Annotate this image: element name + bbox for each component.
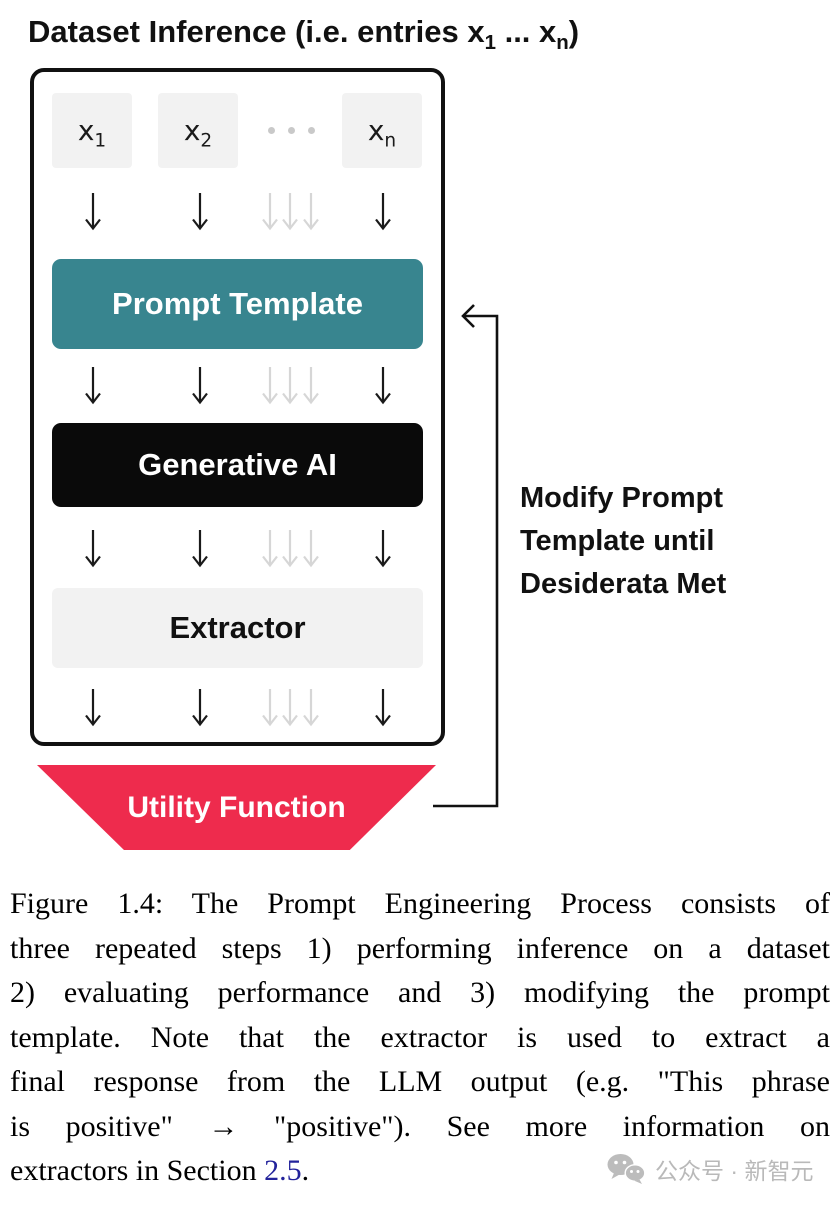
down-arrow-icon bbox=[192, 193, 208, 231]
down-arrow-icon bbox=[85, 689, 101, 727]
down-arrow-icon bbox=[375, 193, 391, 231]
entry-subscript: 1 bbox=[94, 130, 107, 152]
side-note: Modify Prompt Template until Desiderata … bbox=[520, 477, 726, 606]
watermark-text: 公众号 · 新智元 bbox=[655, 1158, 814, 1184]
entry-label: x bbox=[183, 114, 201, 147]
caption-line: three repeated steps 1) performing infer… bbox=[10, 931, 830, 965]
extractor-label: Extractor bbox=[169, 610, 306, 645]
caption-line: is positive" → "positive"). See more inf… bbox=[10, 1109, 830, 1143]
down-arrow-icon bbox=[303, 530, 319, 568]
down-arrow-icon bbox=[375, 530, 391, 568]
down-arrow-icon bbox=[85, 367, 101, 405]
down-arrow-icon bbox=[85, 193, 101, 231]
down-arrow-icon bbox=[303, 689, 319, 727]
down-arrow-icon bbox=[192, 367, 208, 405]
diagram-title-suffix: ) bbox=[568, 14, 580, 49]
down-arrow-icon bbox=[303, 367, 319, 405]
down-arrow-icon bbox=[303, 193, 319, 231]
prompt-template-box: Prompt Template bbox=[52, 259, 423, 349]
figure-caption: Figure 1.4: The Prompt Engineering Proce… bbox=[10, 882, 830, 1194]
down-arrow-icon bbox=[192, 689, 208, 727]
caption-last-line: extractors in Section 2.5. bbox=[10, 1149, 830, 1194]
down-arrow-icon bbox=[375, 689, 391, 727]
down-arrow-icon bbox=[85, 530, 101, 568]
dot-icon bbox=[288, 127, 295, 134]
ellipsis-dots-icon bbox=[268, 127, 318, 134]
entry-label: x bbox=[77, 114, 95, 147]
caption-line: 2) evaluating performance and 3) modifyi… bbox=[10, 976, 830, 1009]
caption-line: template. Note that the extractor is use… bbox=[10, 1020, 830, 1054]
caption-line: final response from the LLM output (e.g.… bbox=[10, 1065, 830, 1098]
dot-icon bbox=[268, 127, 275, 134]
down-arrow-icon bbox=[282, 367, 298, 405]
diagram-title-sub2: n bbox=[556, 31, 569, 55]
down-arrow-icon bbox=[262, 193, 278, 231]
dot-icon bbox=[308, 127, 315, 134]
side-note-line: Template until bbox=[520, 525, 715, 557]
wechat-icon bbox=[607, 1154, 646, 1184]
watermark: 公众号 · 新智元 bbox=[606, 1152, 813, 1186]
caption-line: Figure 1.4: The Prompt Engineering Proce… bbox=[10, 887, 830, 920]
extractor-box: Extractor bbox=[52, 588, 423, 668]
feedback-loop-arrow-icon bbox=[433, 304, 499, 808]
utility-function-shape: Utility Function bbox=[37, 765, 436, 850]
side-note-line: Modify Prompt bbox=[520, 482, 723, 514]
side-note-line: Desiderata Met bbox=[520, 568, 727, 600]
caption-text: . bbox=[301, 1154, 310, 1187]
down-arrow-icon bbox=[282, 530, 298, 568]
down-arrow-icon bbox=[262, 367, 278, 405]
down-arrow-icon bbox=[282, 193, 298, 231]
prompt-template-label: Prompt Template bbox=[112, 286, 363, 321]
down-arrow-icon bbox=[192, 530, 208, 568]
generative-ai-box: Generative AI bbox=[52, 423, 423, 507]
down-arrow-icon bbox=[375, 367, 391, 405]
diagram-title-text: Dataset Inference (i.e. entries x bbox=[28, 14, 485, 49]
down-arrow-icon bbox=[282, 689, 298, 727]
entry-label: x bbox=[367, 114, 385, 147]
diagram-title-mid: ... x bbox=[495, 14, 557, 49]
section-2-5-link[interactable]: 2.5 bbox=[264, 1154, 302, 1187]
dataset-entry-x1: x1 bbox=[52, 93, 132, 168]
generative-ai-label: Generative AI bbox=[138, 447, 337, 482]
down-arrow-icon bbox=[262, 530, 278, 568]
diagram-title: Dataset Inference (i.e. entries x1 ... x… bbox=[28, 14, 580, 53]
utility-function-label: Utility Function bbox=[127, 790, 346, 824]
dataset-entry-x2: x2 bbox=[158, 93, 238, 168]
dataset-entry-xn: xn bbox=[342, 93, 422, 168]
caption-text: extractors in Section bbox=[10, 1154, 265, 1187]
entry-subscript: 2 bbox=[200, 130, 213, 152]
down-arrow-icon bbox=[262, 689, 278, 727]
diagram-title-sub1: 1 bbox=[484, 31, 496, 55]
entry-subscript: n bbox=[384, 130, 397, 152]
